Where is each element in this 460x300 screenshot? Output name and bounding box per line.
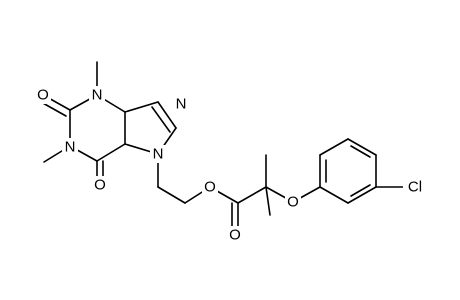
bond-ar5-ar6 (319, 138, 349, 156)
bond-c2-o-upper-b (40, 101, 67, 117)
atom-oxygen-upper: O (37, 87, 49, 104)
atom-nitrogen-n3: N (92, 87, 103, 104)
atom-chlorine: Cl (408, 179, 422, 196)
bond-n9-c8-b (151, 106, 171, 133)
bond-c5-c6 (96, 143, 126, 162)
bond-cq-methyl-down (265, 186, 271, 216)
atom-nitrogen-n1: N (65, 139, 76, 156)
bond-ar2-ar3 (347, 186, 377, 204)
bond-n9-c8-a (157, 101, 177, 129)
bond-ar-inner-3 (350, 145, 371, 158)
bond-carbonyl-cq (237, 186, 267, 204)
atom-oxygen-ester: O (204, 179, 216, 196)
atom-nitrogen-n7: N (153, 146, 164, 163)
bond-ar-inner-2 (350, 184, 371, 197)
atom-oxygen-lower: O (94, 177, 106, 194)
bond-c4-n9 (124, 101, 159, 113)
atom-nitrogen-imidazole: N (176, 96, 187, 113)
bond-ar1-ar2 (319, 186, 349, 204)
atom-oxygen-carbonyl: O (229, 227, 241, 244)
bond-ch2-ch2 (157, 186, 186, 204)
bond-ar4-ar5 (347, 138, 377, 156)
atom-labels: O N N N N O O O O Cl (35, 86, 427, 244)
atom-oxygen-ether: O (287, 194, 299, 211)
